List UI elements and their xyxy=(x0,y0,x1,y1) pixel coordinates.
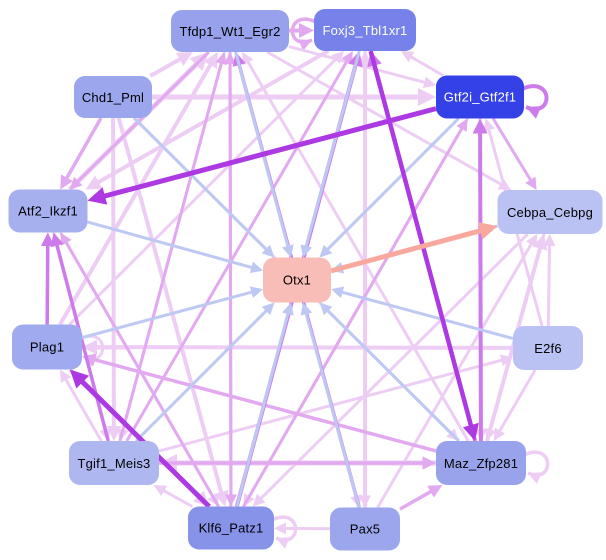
node-label: Pax5 xyxy=(349,521,381,537)
node-label: Maz_Zfp281 xyxy=(443,455,519,471)
node-label: E2f6 xyxy=(534,340,562,356)
node-chd1-pml[interactable]: Chd1_Pml xyxy=(74,76,152,118)
node-tgif1-meis3[interactable]: Tgif1_Meis3 xyxy=(69,441,159,485)
node-label: Atf2_Ikzf1 xyxy=(18,203,78,219)
node-label: Klf6_Patz1 xyxy=(198,520,264,536)
node-label: Cebpa_Cebpg xyxy=(506,204,594,220)
node-otx1[interactable]: Otx1 xyxy=(263,257,331,303)
node-cebpa-cebpg[interactable]: Cebpa_Cebpg xyxy=(497,190,603,234)
node-klf6-patz1[interactable]: Klf6_Patz1 xyxy=(188,506,274,550)
node-pax5[interactable]: Pax5 xyxy=(330,507,400,551)
node-label: Foxj3_Tbl1xr1 xyxy=(322,22,408,38)
node-label: Gtf2i_Gtf2f1 xyxy=(443,89,517,105)
node-atf2-ikzf1[interactable]: Atf2_Ikzf1 xyxy=(8,189,88,233)
node-tfdp1-wt1-egr2[interactable]: Tfdp1_Wt1_Egr2 xyxy=(171,10,289,52)
node-plag1[interactable]: Plag1 xyxy=(12,324,82,370)
node-maz-zfp281[interactable]: Maz_Zfp281 xyxy=(436,441,526,485)
node-foxj3-tbl1xr1[interactable]: Foxj3_Tbl1xr1 xyxy=(314,9,416,51)
node-label: Tgif1_Meis3 xyxy=(77,455,151,471)
node-label: Tfdp1_Wt1_Egr2 xyxy=(179,23,281,39)
node-e2f6[interactable]: E2f6 xyxy=(513,326,583,370)
node-gtf2i-gtf2f1[interactable]: Gtf2i_Gtf2f1 xyxy=(436,75,524,119)
node-label: Plag1 xyxy=(29,339,65,355)
node-label: Chd1_Pml xyxy=(81,89,145,105)
node-label: Otx1 xyxy=(282,272,312,288)
